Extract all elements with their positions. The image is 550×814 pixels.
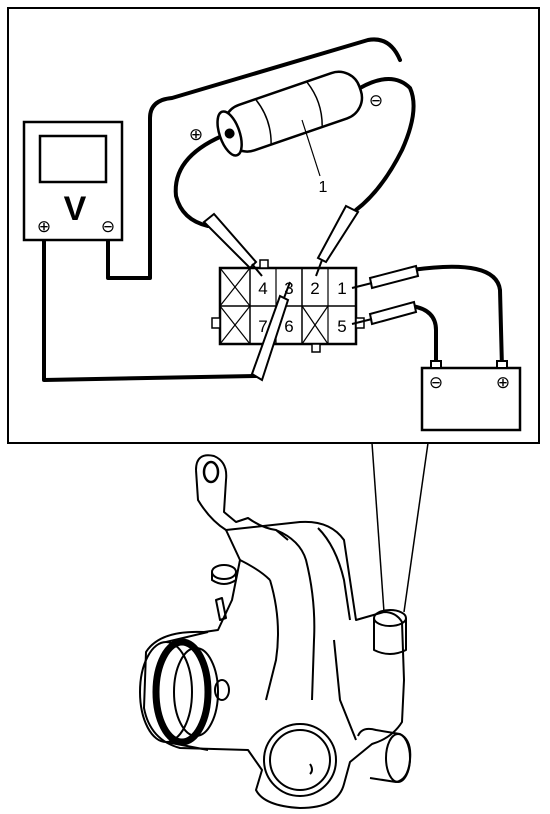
voltmeter-screen: [38, 134, 108, 184]
probe-pin-4: [202, 212, 263, 277]
wire-batt-neg: [410, 304, 438, 370]
wire-batt-pos: [410, 264, 504, 370]
pin-label-2: 2: [310, 279, 319, 298]
wire-comp-pos: [173, 134, 224, 228]
battery-body: [420, 366, 522, 432]
pin-label-4: 4: [258, 279, 267, 298]
component-leader-line: [301, 119, 321, 177]
pin-label-3: 3: [284, 279, 293, 298]
probe-pin-5: [351, 300, 418, 326]
voltmeter: V ⊕ ⊖: [22, 120, 124, 242]
wire-comp-neg: [354, 77, 416, 212]
pin-label-1: 1: [337, 279, 346, 298]
pin-label-7: 7: [258, 317, 267, 336]
battery-pos-terminal: ⊕: [496, 373, 510, 392]
wires: [42, 37, 504, 382]
wire-meter-pos: [42, 236, 258, 382]
mechanical-part: [139, 454, 412, 809]
wire-meter-neg: [106, 37, 402, 280]
probe-pin-1: [351, 264, 420, 290]
component-neg-terminal: ⊖: [369, 91, 383, 110]
voltmeter-letter: V: [64, 190, 87, 228]
battery-neg-terminal: ⊖: [429, 373, 443, 392]
probes: [202, 204, 420, 382]
voltmeter-pos-terminal: ⊕: [37, 217, 51, 236]
component-callout-number: 1: [319, 179, 328, 196]
component-pos-terminal: ⊕: [189, 125, 203, 144]
probe-pin-2: [315, 204, 360, 277]
voltmeter-neg-terminal: ⊖: [101, 217, 115, 236]
connector: 4 3 2 1 7 6 5: [211, 259, 365, 353]
probe-pin-7: [250, 281, 291, 382]
callout-lines: [371, 442, 429, 613]
pin-label-6: 6: [284, 317, 293, 336]
diagram-frame: [7, 7, 540, 444]
battery: ⊖ ⊕: [420, 360, 522, 432]
pin-label-5: 5: [337, 317, 346, 336]
component-1: ⊕ ⊖ 1: [189, 70, 383, 196]
